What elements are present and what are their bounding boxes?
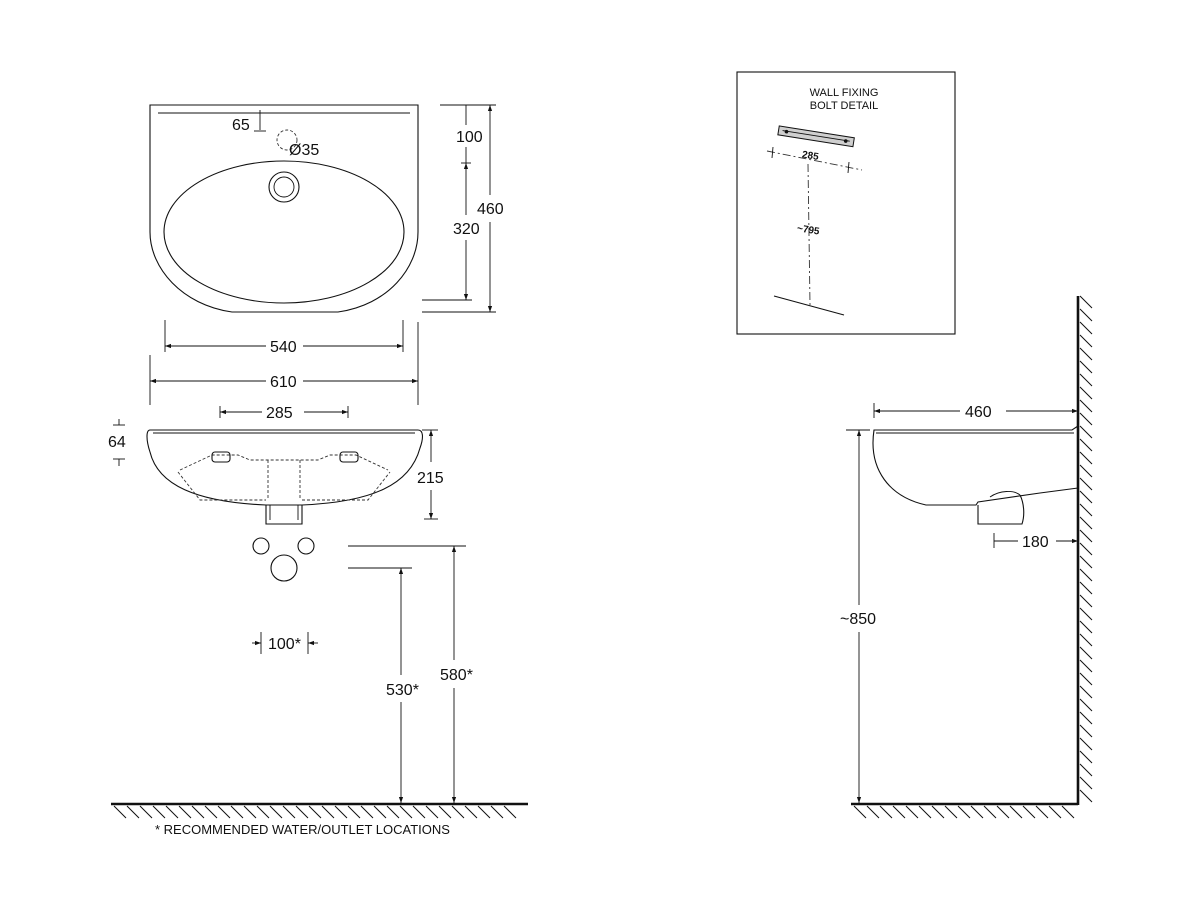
dim-waste-offset: 180	[1022, 534, 1049, 551]
dim-basin-height: 215	[417, 470, 444, 487]
dim-total-width: 610	[270, 374, 297, 391]
water-outlet-right	[297, 537, 315, 555]
waste-outlet	[270, 554, 298, 582]
bowl-outline	[163, 160, 405, 304]
footnote: * RECOMMENDED WATER/OUTLET LOCATIONS	[155, 822, 450, 837]
basin-top-view: 65 Ø35 100 320 460 540 610	[149, 104, 504, 405]
basin-outline-front	[146, 429, 423, 506]
bolt-slot-left	[211, 451, 231, 463]
basin-side-view: 460 180 ~850	[840, 295, 1093, 819]
dim-rim-height-side: ~850	[840, 611, 876, 628]
dim-bowl-width: 540	[270, 339, 297, 356]
dim-projection: 460	[965, 404, 992, 421]
basin-front-view: 285 64 215 100*	[108, 405, 528, 837]
dim-outlet-height-2: 580*	[440, 667, 473, 684]
basin-outline-top	[149, 104, 419, 313]
basin-outline-side	[872, 425, 1079, 506]
dim-tap-hole: Ø35	[289, 142, 319, 159]
water-outlet-left	[252, 537, 270, 555]
dim-overflow-offset: 65	[232, 117, 250, 134]
dim-outlet-spacing: 100*	[268, 636, 301, 653]
dim-outlet-height-1: 530*	[386, 682, 419, 699]
dim-back-to-tap: 100	[456, 129, 483, 146]
dim-bowl-depth: 320	[453, 221, 480, 238]
overflow-hole	[268, 171, 300, 203]
dim-bolt-spacing: 285	[266, 405, 293, 422]
bolt-detail-title-1: WALL FIXING	[810, 87, 879, 99]
bolt-detail-title-2: BOLT DETAIL	[810, 100, 878, 112]
bolt-detail-box: WALL FIXING BOLT DETAIL 285 ~795	[736, 71, 956, 335]
dim-bolt-width: 285	[801, 149, 820, 163]
fixing-bracket	[777, 125, 855, 148]
tap-hole-dashed	[276, 129, 298, 151]
bolt-slot-right	[339, 451, 359, 463]
dim-total-depth: 460	[477, 201, 504, 218]
dim-rim-height-front: 64	[108, 434, 126, 451]
dim-bolt-height: ~795	[796, 223, 820, 237]
